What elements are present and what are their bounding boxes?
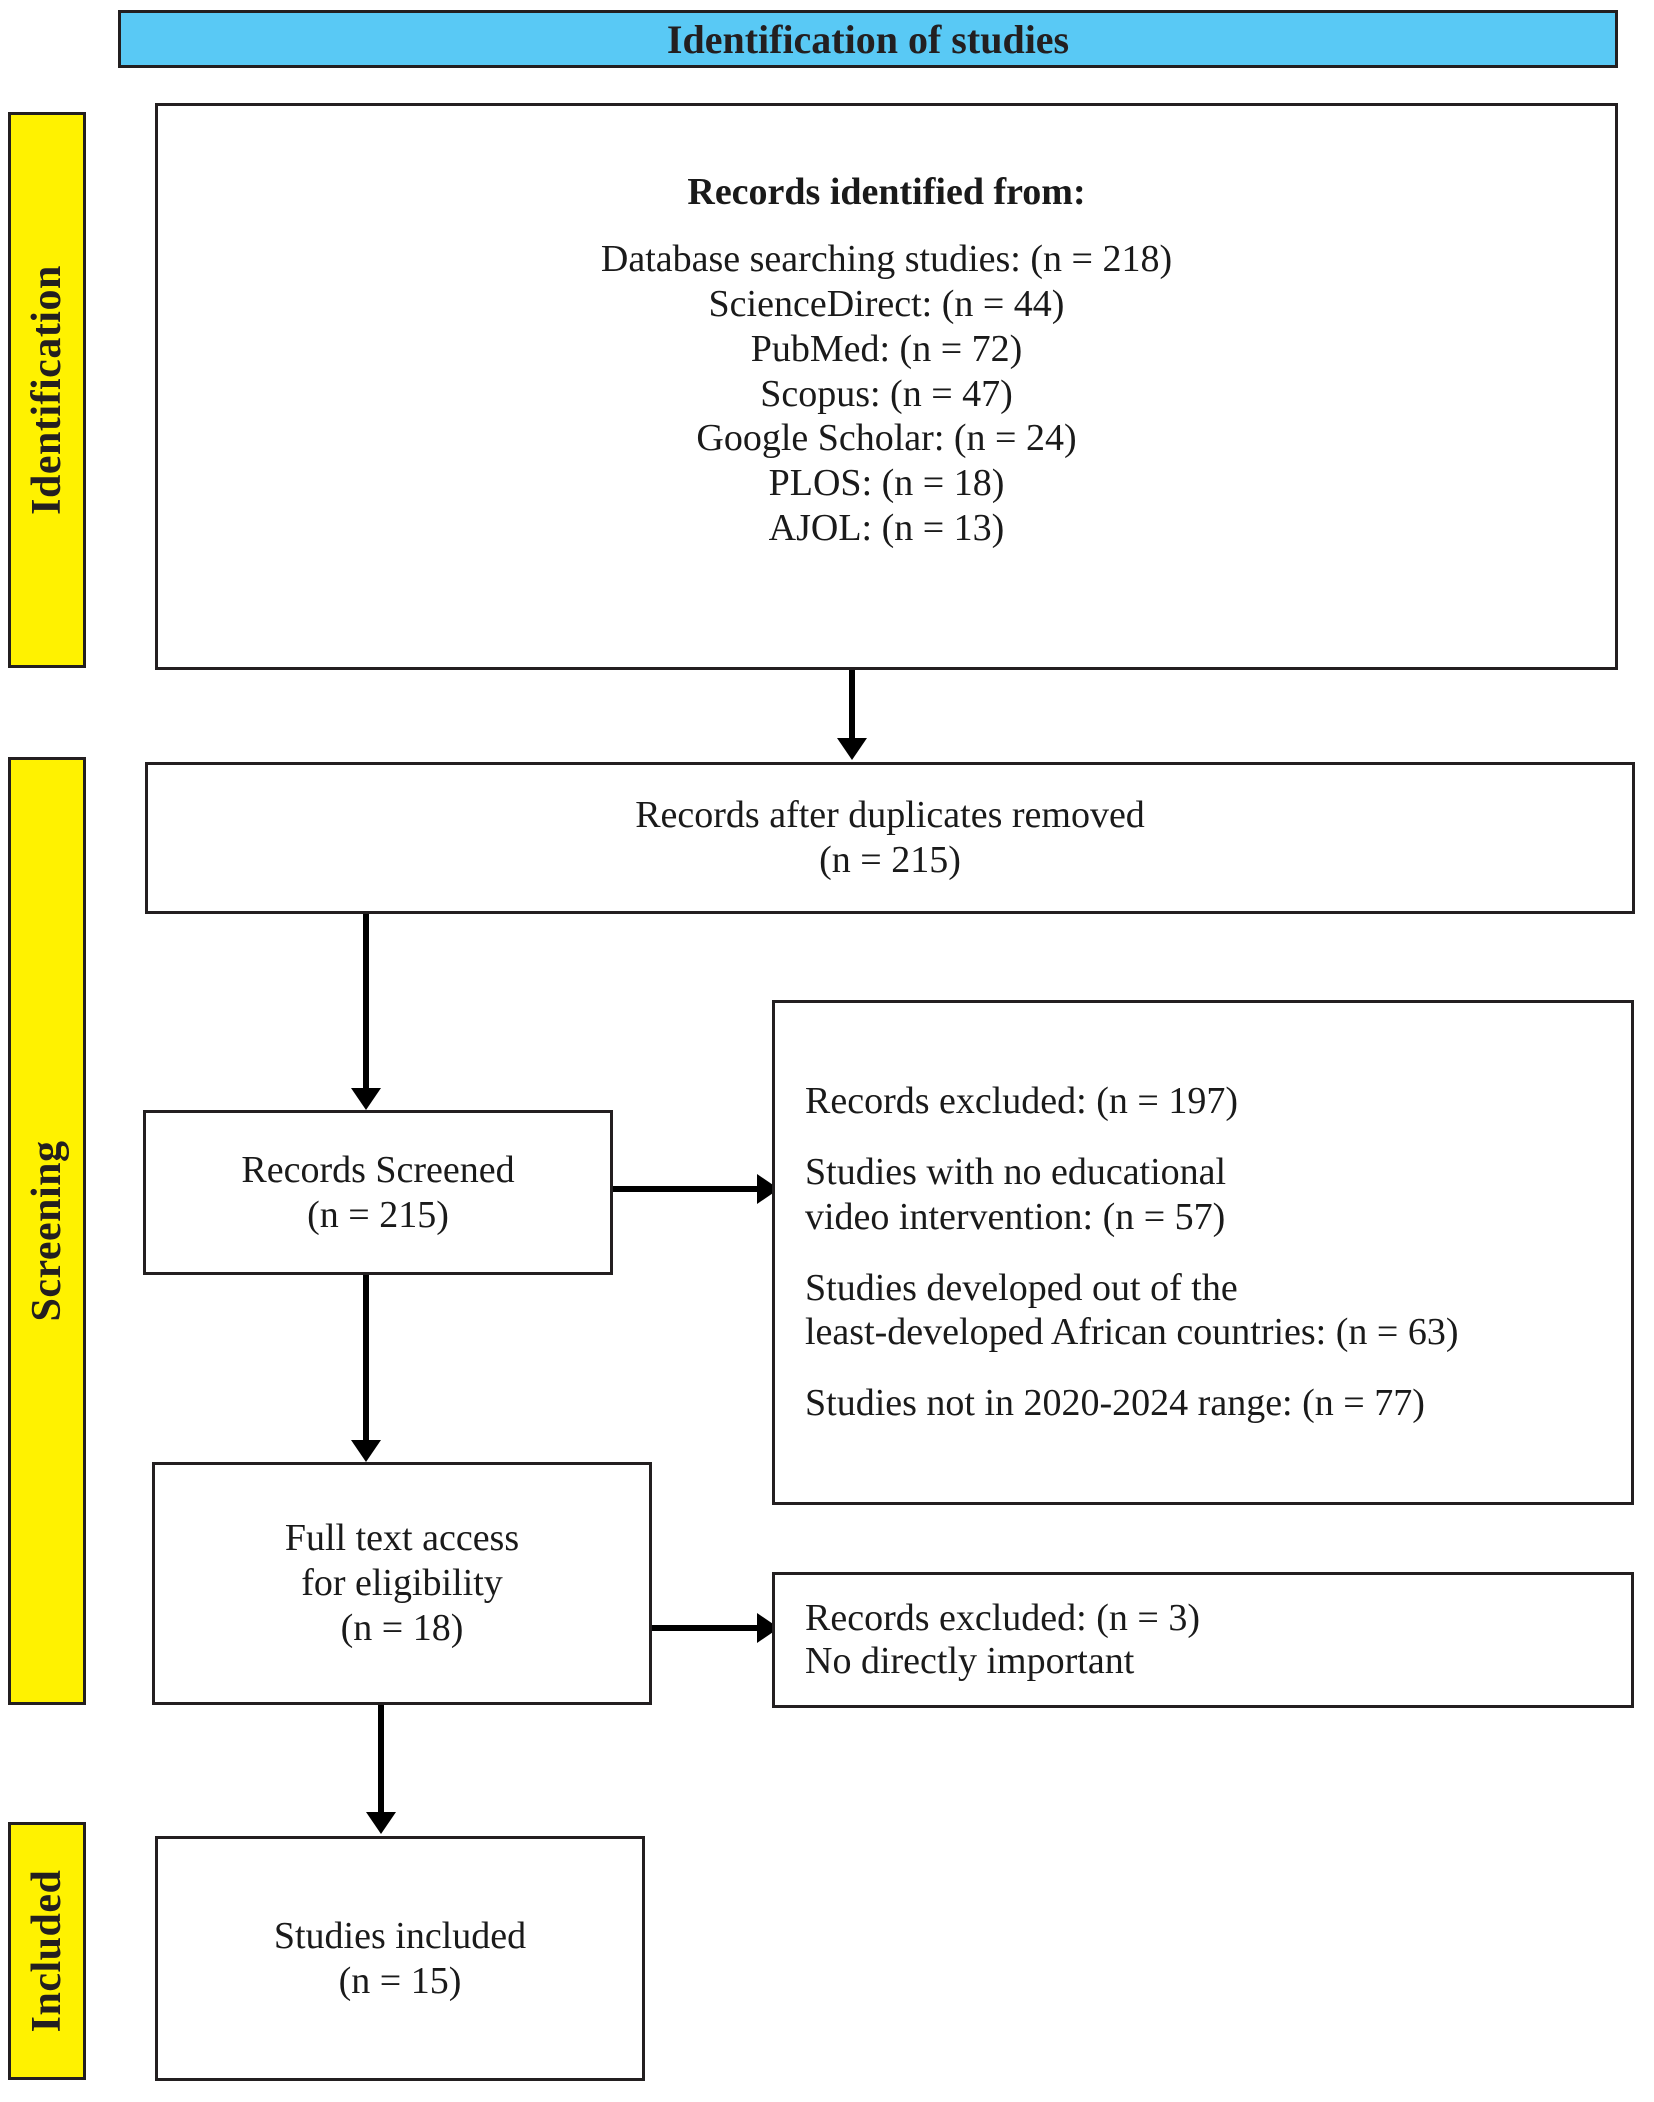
connector-identified-to-duplicates [849, 670, 855, 740]
records-identified-source-line: Google Scholar: (n = 24) [696, 417, 1077, 460]
arrow-fulltext-to-included [366, 1812, 396, 1834]
stage-band-screening-label: Screening [24, 1140, 70, 1322]
stage-band-identification: Identification [8, 112, 86, 668]
stage-band-identification-label: Identification [24, 265, 70, 515]
records-identified-source-line: AJOL: (n = 13) [768, 506, 1005, 549]
stage-band-included: Included [8, 1822, 86, 2080]
excluded-screening-line: Studies not in 2020-2024 range: (n = 77) [805, 1382, 1425, 1425]
identification-of-studies-header: Identification of studies [118, 10, 1618, 68]
excluded-screening-line: Studies with no educational [805, 1150, 1227, 1193]
stage-band-screening: Screening [8, 757, 86, 1705]
records-identified-source-line: Database searching studies: (n = 218) [600, 238, 1173, 281]
arrow-screened-to-fulltext [351, 1440, 381, 1462]
records-screened-line: Records Screened [241, 1148, 515, 1191]
box-records-excluded-screening: Records excluded: (n = 197) Studies with… [772, 1000, 1634, 1505]
box-full-text-eligibility: Full text access for eligibility (n = 18… [152, 1462, 652, 1705]
excluded-screening-line: Studies developed out of the [805, 1266, 1238, 1309]
arrow-duplicates-to-screened [351, 1088, 381, 1110]
records-screened-count: (n = 215) [307, 1193, 449, 1236]
full-text-eligibility-count: (n = 18) [340, 1606, 464, 1649]
connector-fulltext-to-included [378, 1705, 384, 1815]
excluded-screening-line: Records excluded: (n = 197) [805, 1080, 1238, 1123]
box-records-screened: Records Screened (n = 215) [143, 1110, 613, 1275]
records-identified-source-line: Scopus: (n = 47) [760, 372, 1013, 415]
connector-fulltext-to-excluded [652, 1625, 762, 1631]
records-identified-source-line: PLOS: (n = 18) [768, 462, 1005, 505]
studies-included-line: Studies included [273, 1914, 527, 1957]
header-label: Identification of studies [666, 16, 1070, 62]
excluded-eligibility-line: Records excluded: (n = 3) [805, 1597, 1200, 1640]
records-after-duplicates-line: Records after duplicates removed [635, 794, 1145, 837]
box-records-after-duplicates: Records after duplicates removed (n = 21… [145, 762, 1635, 914]
excluded-eligibility-line: No directly important [805, 1640, 1135, 1682]
full-text-eligibility-line: Full text access [284, 1517, 520, 1560]
studies-included-count: (n = 15) [338, 1959, 462, 2002]
stage-band-included-label: Included [24, 1869, 70, 2033]
records-identified-source-line: PubMed: (n = 72) [750, 327, 1023, 370]
box-studies-included: Studies included (n = 15) [155, 1836, 645, 2081]
connector-duplicates-to-screened-vertical [363, 914, 369, 1091]
excluded-screening-line: video intervention: (n = 57) [805, 1195, 1226, 1238]
box-records-identified: Records identified from: Database search… [155, 103, 1618, 670]
arrow-identified-to-duplicates [837, 738, 867, 760]
full-text-eligibility-line: for eligibility [301, 1562, 503, 1605]
records-identified-source-line: ScienceDirect: (n = 44) [708, 282, 1065, 325]
box-records-excluded-eligibility: Records excluded: (n = 3) No directly im… [772, 1572, 1634, 1708]
records-after-duplicates-count: (n = 215) [819, 839, 961, 881]
excluded-screening-line: least-developed African countries: (n = … [805, 1311, 1459, 1354]
connector-screened-to-excluded [613, 1186, 761, 1192]
records-identified-title: Records identified from: [687, 171, 1086, 214]
connector-screened-to-fulltext [363, 1275, 369, 1443]
